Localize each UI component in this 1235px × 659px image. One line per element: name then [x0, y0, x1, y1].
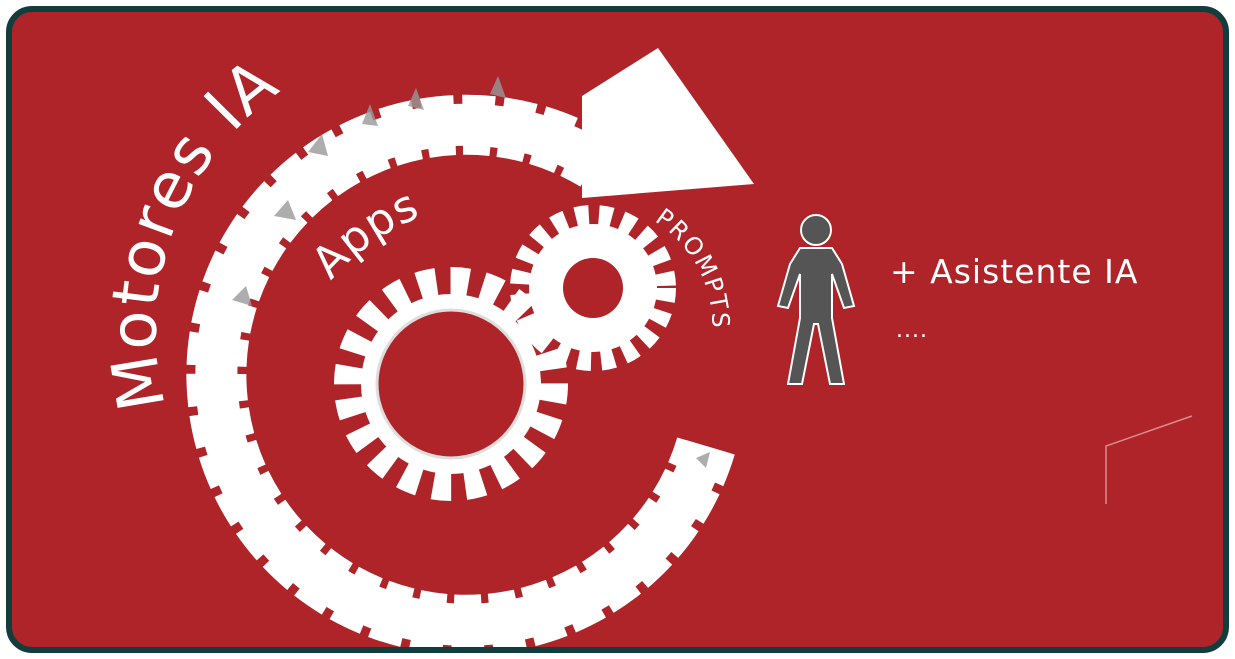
large-gear-icon	[349, 282, 553, 486]
prompts-label: PROMPTS	[651, 203, 735, 330]
small-gear-icon	[521, 216, 665, 360]
ellipsis-label: ....	[896, 318, 928, 343]
decorative-line	[1106, 416, 1192, 504]
diagram-canvas: Motores IA Apps PROMPTS	[12, 12, 1229, 653]
diagram-frame: Motores IA Apps PROMPTS + Asistente IA .…	[6, 6, 1229, 653]
person-icon	[778, 215, 854, 384]
asistente-label: + Asistente IA	[890, 252, 1138, 291]
